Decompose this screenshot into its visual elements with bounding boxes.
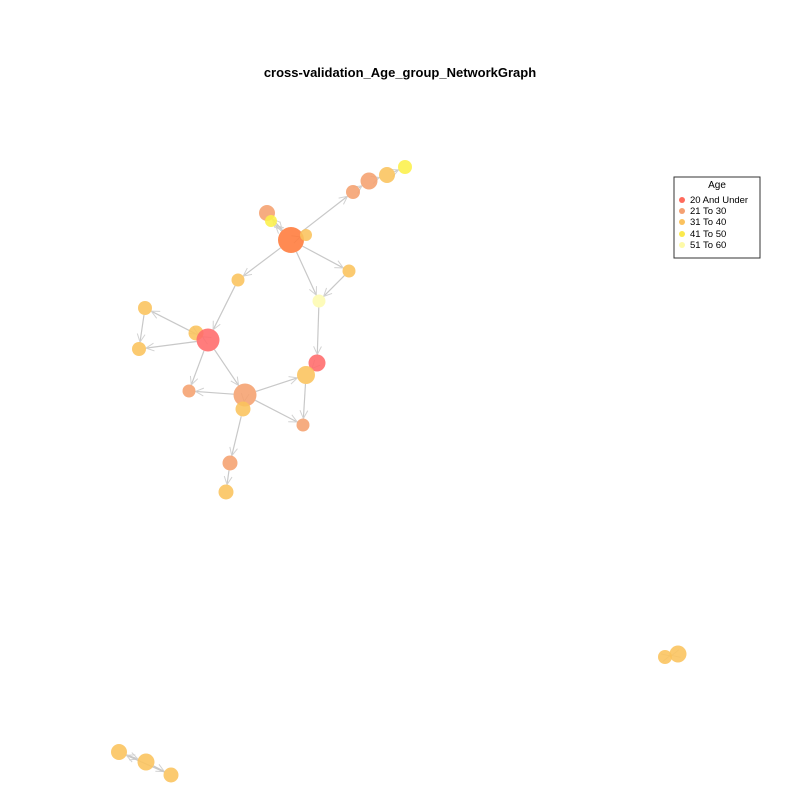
edge-n7-n10 [242, 247, 281, 277]
node-n21 [296, 418, 310, 432]
legend-title: Age [708, 180, 726, 191]
legend-label-31-to-40: 31 To 40 [690, 217, 726, 228]
legend-label-21-to-30: 21 To 30 [690, 206, 726, 217]
node-n10 [231, 273, 245, 287]
edge-n14-n19 [213, 349, 240, 386]
node-n19 [233, 383, 257, 407]
edge-n11-n16 [316, 307, 320, 355]
edge-n17-n21 [302, 383, 307, 419]
graph-edges [125, 169, 681, 773]
node-n14 [196, 328, 220, 352]
node-n8 [300, 229, 312, 241]
node-n18 [182, 384, 196, 398]
legend-swatch-51-to-60 [679, 242, 685, 248]
legend-label-51-to-60: 51 To 60 [690, 240, 726, 251]
legend: Age 20 And Under 21 To 30 31 To 40 41 To… [673, 176, 761, 259]
node-n12 [138, 301, 152, 315]
legend-swatch-31-to-40 [679, 219, 685, 225]
node-n4 [346, 185, 360, 199]
edge-n20-n22 [231, 416, 242, 456]
edge-n27-n28 [153, 765, 165, 773]
node-n6 [265, 215, 277, 227]
edge-n9-n11 [323, 275, 345, 297]
node-n24 [658, 650, 672, 664]
graph-nodes [111, 160, 687, 783]
node-n22 [222, 455, 238, 471]
arrowhead-n11-n16 [313, 346, 322, 356]
legend-swatch-20-and-under [679, 197, 685, 203]
arrowhead-n20-n22 [229, 446, 238, 457]
node-n9 [342, 264, 356, 278]
legend-box [673, 176, 761, 259]
legend-label-20-and-under: 20 And Under [690, 195, 748, 206]
node-n27 [137, 753, 155, 771]
node-n16 [308, 354, 326, 372]
edge-n7-n11 [295, 251, 317, 296]
arrowhead-n7-n9 [334, 260, 345, 269]
legend-swatch-41-to-50 [679, 231, 685, 237]
edge-n19-n17 [255, 377, 298, 392]
edge-n12-n15 [139, 314, 145, 343]
node-n15 [132, 342, 146, 356]
graph-title: cross-validation_Age_group_NetworkGraph [264, 65, 536, 80]
edge-n19-n21 [254, 399, 298, 423]
node-n28 [163, 767, 179, 783]
edge-n14-n18 [190, 350, 205, 386]
arrowhead-n14-n19 [230, 376, 240, 387]
node-n17 [297, 366, 315, 384]
edge-n22-n23 [226, 470, 230, 485]
node-n2 [379, 167, 395, 183]
arrowhead-n7-n10 [242, 267, 253, 277]
node-n11 [312, 294, 326, 308]
node-n23 [218, 484, 234, 500]
legend-label-41-to-50: 41 To 50 [690, 229, 726, 240]
node-n7 [278, 227, 304, 253]
edge-n19-n18 [195, 390, 234, 395]
node-n26 [111, 744, 127, 760]
node-n3 [360, 172, 378, 190]
legend-swatch-21-to-30 [679, 208, 685, 214]
arrowhead-n10-n14 [212, 320, 221, 331]
node-n20 [235, 401, 251, 417]
edge-n10-n14 [212, 285, 236, 330]
arrowhead-n22-n23 [223, 475, 233, 486]
edge-n7-n4 [300, 195, 348, 233]
node-n25 [669, 645, 687, 663]
edge-n14-n15 [145, 340, 197, 349]
node-n1 [398, 160, 412, 174]
edge-n7-n9 [302, 245, 344, 269]
